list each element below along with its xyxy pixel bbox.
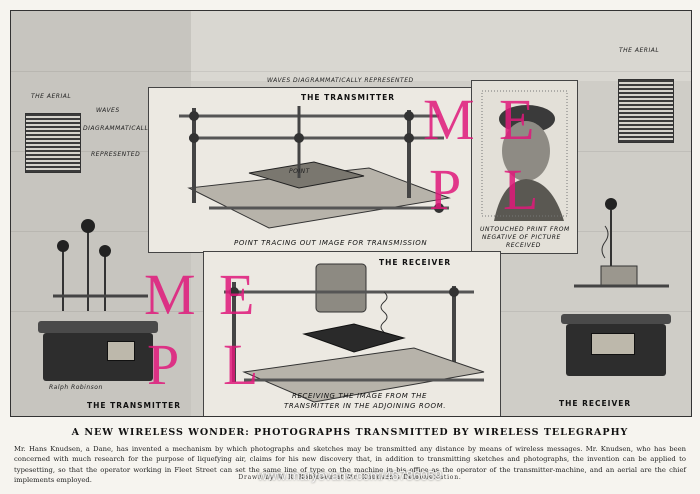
transmitter-plaque — [107, 341, 135, 361]
portrait-caption-1: UNTOUCHED PRINT FROM — [480, 226, 570, 233]
transmitter-apparatus — [179, 106, 451, 229]
portrait-caption-3: RECEIVED — [506, 242, 542, 249]
receiver-apparatus — [224, 263, 485, 403]
left-machine-label: THE TRANSMITTER — [87, 401, 182, 410]
point-label: POINT — [289, 168, 310, 175]
drawing-credit: Drawn by W. R. Robinson at Mr. Knudsen's… — [238, 474, 462, 481]
stamp-letter-l-bottom: L — [223, 332, 259, 397]
receiver-panel: THE RECEIVER RECEIVING THE IMAGE FROM TH… — [203, 251, 501, 416]
receiver-caption-2: TRANSMITTER IN THE ADJOINING ROOM. — [284, 402, 447, 410]
aerial-left-label: THE AERIAL — [31, 93, 72, 100]
transmitter-panel: THE TRANSMITTER POINT POINT TRACING OUT … — [148, 87, 473, 253]
stamp-letter-e-top: E — [499, 87, 535, 152]
illustration-plate: THE AERIAL WAVES DIAGRAMMATICALLY REPRES… — [10, 10, 692, 417]
receiver-plaque — [591, 333, 635, 355]
aerial-right — [618, 79, 674, 143]
portrait-caption-2: NEGATIVE OF PICTURE — [482, 234, 561, 241]
stamp-letter-p-bottom: P — [147, 332, 180, 397]
receiver-machine — [574, 198, 669, 288]
waves-left-label-2: DIAGRAMMATICALLY — [83, 125, 152, 132]
source-watermark: www.maryevans.com/46786059 — [257, 468, 443, 483]
waves-left-label: WAVES — [96, 107, 120, 114]
receiver-title: THE RECEIVER — [379, 258, 452, 267]
waves-left-label-3: REPRESENTED — [91, 151, 141, 158]
stamp-letter-m-top: M — [423, 87, 475, 152]
aerial-right-label: THE AERIAL — [619, 47, 660, 54]
right-machine-label: THE RECEIVER — [559, 399, 632, 408]
transmitter-title: THE TRANSMITTER — [301, 93, 396, 102]
transmitter-base — [43, 333, 153, 381]
portrait-panel: UNTOUCHED PRINT FROM NEGATIVE OF PICTURE… — [471, 80, 578, 254]
stamp-letter-e-bottom: E — [219, 262, 255, 327]
article-body: Mr. Hans Knudsen, a Dane, has invented a… — [14, 445, 686, 485]
stamp-letter-l-top: L — [503, 157, 539, 222]
transmitter-caption: POINT TRACING OUT IMAGE FOR TRANSMISSION — [234, 239, 428, 247]
waves-top-label: WAVES DIAGRAMMATICALLY REPRESENTED — [267, 77, 414, 84]
transmitter-machine — [53, 219, 148, 311]
stamp-letter-m-bottom: M — [144, 262, 196, 327]
receiver-caption-1: RECEIVING THE IMAGE FROM THE — [292, 392, 427, 400]
aerial-left — [25, 113, 81, 173]
received-portrait — [481, 90, 568, 221]
article-title: A NEW WIRELESS WONDER: PHOTOGRAPHS TRANS… — [71, 427, 629, 438]
stamp-letter-p-top: P — [429, 157, 462, 222]
artist-signature: Ralph Robinson — [49, 384, 103, 391]
